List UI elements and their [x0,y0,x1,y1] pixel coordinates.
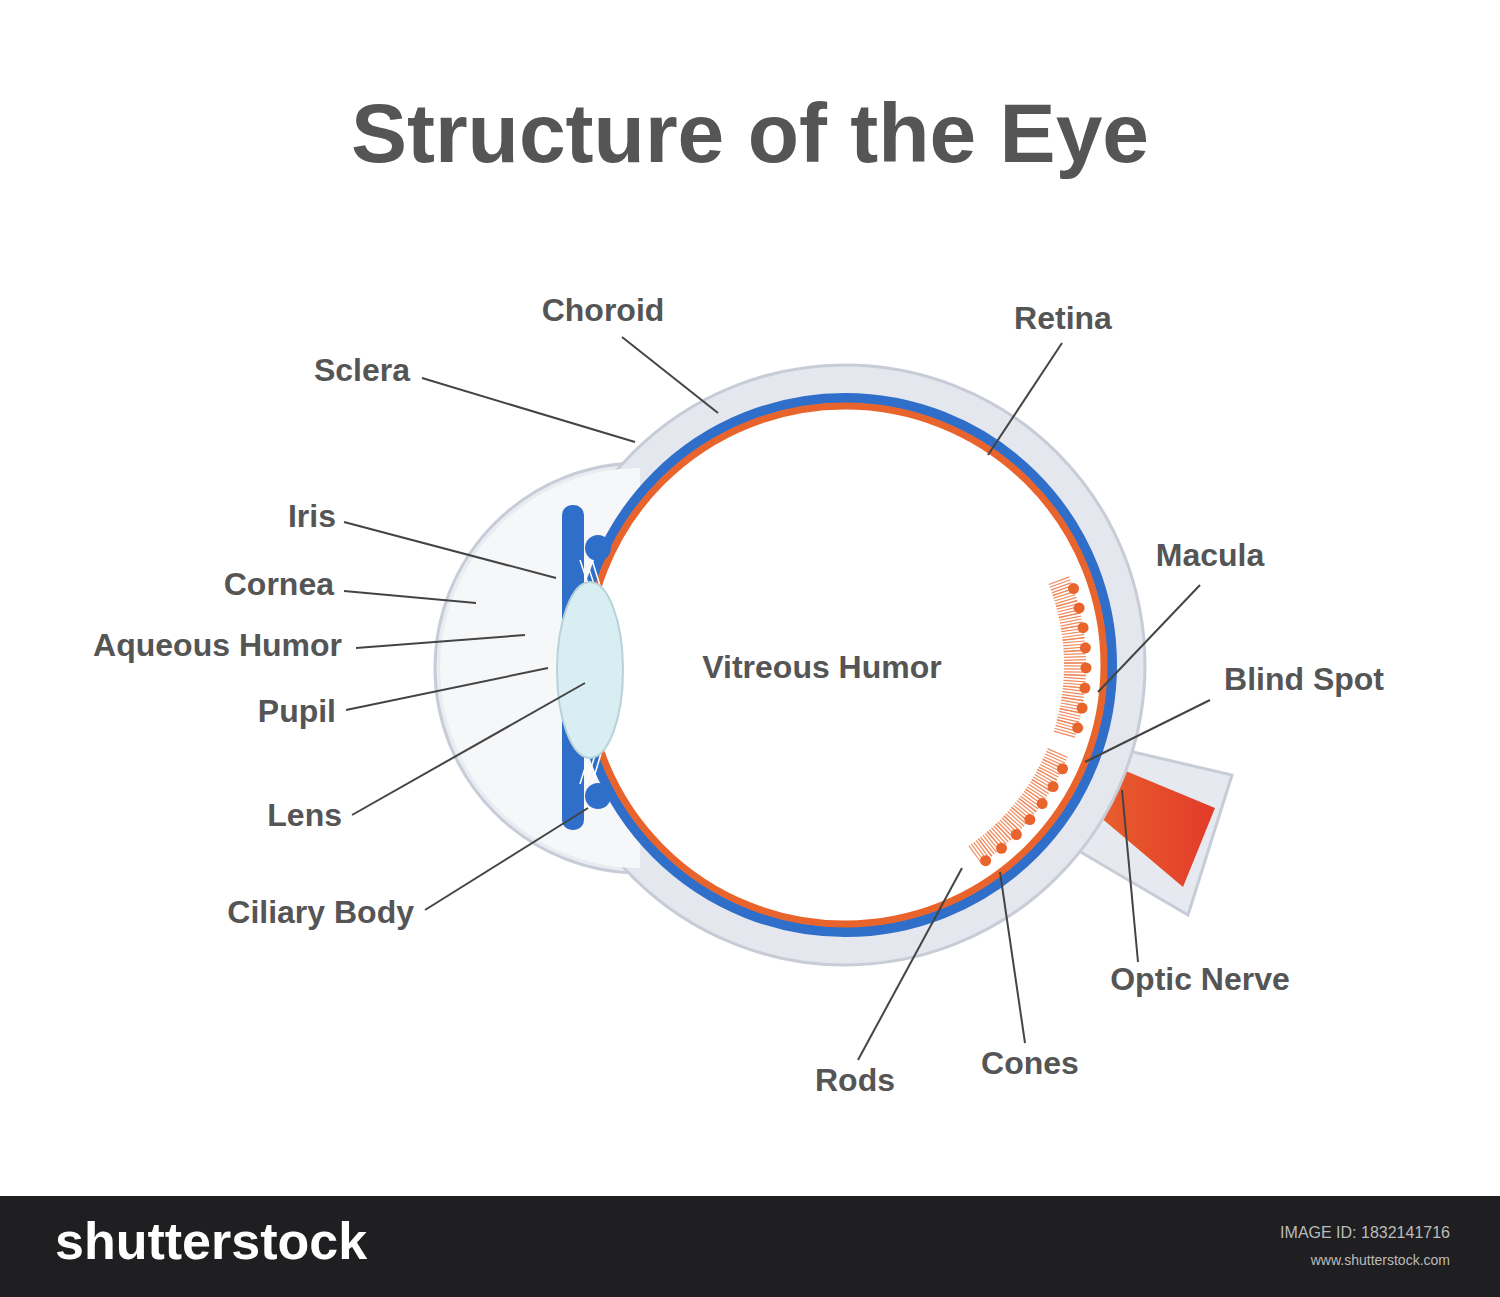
part-label: Optic Nerve [1110,961,1290,998]
retina [586,406,1104,924]
leader-lines [344,337,1210,1060]
part-label: Macula [1156,537,1264,574]
photoreceptors [969,577,1092,866]
part-label: Ciliary Body [227,894,414,931]
part-label: Sclera [314,352,410,389]
watermark-url: www.shutterstock.com [1311,1252,1450,1268]
footer-bar [0,1196,1500,1297]
lens [557,582,623,758]
sclera [545,365,1145,965]
part-label: Choroid [542,292,665,329]
watermark-logo: shutterstock [55,1212,367,1272]
part-label: Iris [288,498,336,535]
diagram-title: Structure of the Eye [351,85,1149,182]
aqueous-front [440,468,640,868]
ciliary-body [585,535,611,561]
choroid [578,398,1112,932]
part-label: Cornea [224,566,334,603]
part-label: Aqueous Humor [93,627,342,664]
part-label: Lens [267,797,342,834]
part-label: Rods [815,1062,895,1099]
part-label: Pupil [258,693,336,730]
ciliary-body [585,783,611,809]
image-id: IMAGE ID: 1832141716 [1280,1224,1450,1242]
part-label: Cones [981,1045,1079,1082]
part-label: Retina [1014,300,1112,337]
part-label: Vitreous Humor [702,649,941,686]
part-label: Blind Spot [1224,661,1384,698]
